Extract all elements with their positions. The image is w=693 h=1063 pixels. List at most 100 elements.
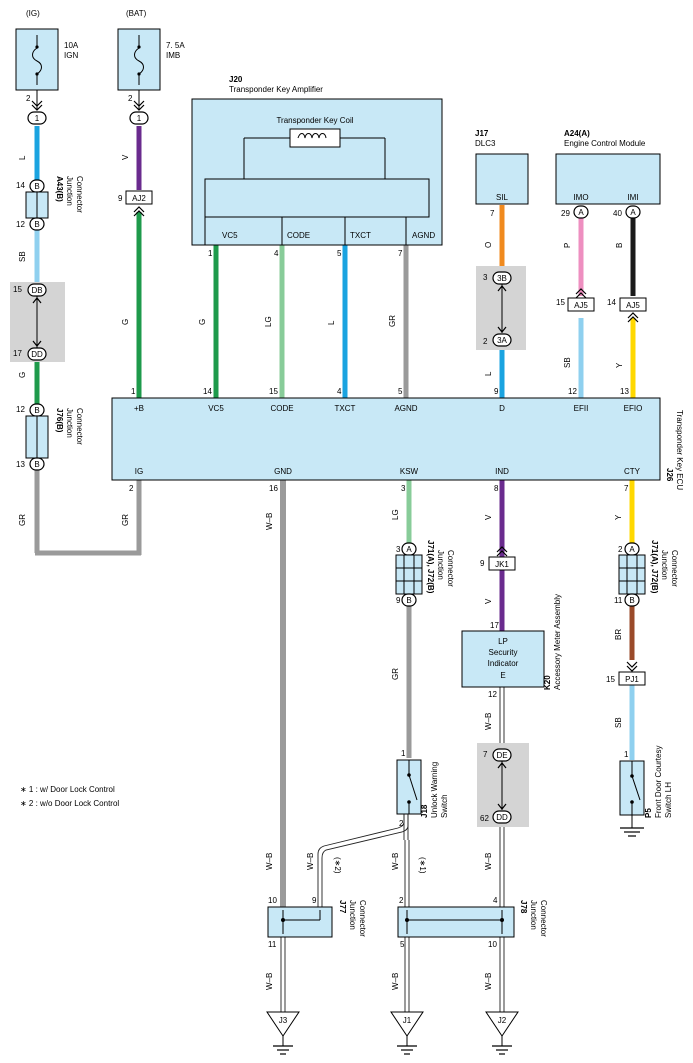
code-j2-wb: W–B — [484, 973, 493, 990]
code-efii-sb: SB — [563, 357, 572, 368]
j71-cty-pin-bottom: 11 — [614, 596, 623, 605]
p5-line1: Front Door Courtesy — [654, 746, 663, 818]
j26-term-ksw: KSW — [400, 467, 419, 476]
connector-jk1: 9 JK1 — [480, 546, 516, 571]
a24-name: Engine Control Module — [564, 139, 646, 148]
j71-ksw-line2: Connector — [446, 550, 455, 587]
p5-pin: 1 — [624, 750, 629, 759]
j26-top-pin-6: 9 — [494, 387, 499, 396]
j26-top-pin-3: 15 — [269, 387, 278, 396]
k20-pin-bottom: 12 — [488, 690, 497, 699]
code-vc5: G — [198, 319, 207, 325]
fuse-ig-conn: 1 — [35, 114, 40, 123]
a43-line1: Junction — [65, 176, 74, 206]
a43-line2: Connector — [75, 176, 84, 213]
ground-j1-label: J1 — [403, 1016, 412, 1025]
j26-term-plusb: +B — [134, 404, 144, 413]
tag-star1: (∗1) — [418, 857, 427, 874]
a24-code: A24(A) — [564, 129, 590, 138]
j76-line2: Connector — [75, 408, 84, 445]
fuse-ig-source: (IG) — [26, 9, 40, 18]
j78-code: J78 — [519, 900, 528, 914]
k20-pin-top: 17 — [490, 621, 499, 630]
fuse-bat-source: (BAT) — [126, 9, 147, 18]
j20-term-vc5: VC5 — [222, 231, 238, 240]
aj5-left-pin: 15 — [556, 298, 565, 307]
j26-term-ind: IND — [495, 467, 509, 476]
jk1-pin: 9 — [480, 559, 485, 568]
j71-ksw-code: J71(A), J72(B) — [426, 540, 435, 594]
a43-conn-bottom: B — [34, 220, 39, 229]
j26-name: Transponder Key ECU — [675, 410, 684, 490]
fuse-bat: (BAT) 7. 5A IMB 2 1 — [117, 9, 185, 125]
k20-code: K20 — [543, 675, 552, 690]
dd-pin-bottom: 17 — [13, 349, 22, 358]
j78-pin-5: 5 — [400, 940, 405, 949]
a24-conn-imo: A — [578, 208, 584, 217]
j77-code: J77 — [338, 900, 347, 914]
connector-db-dd: 15 DB 17 DD — [10, 282, 65, 362]
j26-term-vc5: VC5 — [208, 404, 224, 413]
j78-pin-2: 2 — [399, 896, 404, 905]
code-gnd-wb2: W–B — [265, 853, 274, 870]
code-bat-g: G — [121, 319, 130, 325]
j26-term-cty: CTY — [624, 467, 641, 476]
ground-j2-label: J2 — [498, 1016, 507, 1025]
j76-code: J76(B) — [55, 408, 64, 433]
a43-pin-bottom: 12 — [16, 220, 25, 229]
k20-line2: Indicator — [488, 659, 519, 668]
component-j26: 1 14 15 4 5 9 12 13 +B VC5 CODE TXCT AGN… — [111, 387, 684, 493]
j26-term-code: CODE — [270, 404, 293, 413]
code-ksw-lg: LG — [391, 509, 400, 520]
a24-pin-29: 29 — [561, 209, 570, 218]
tag-star2: (∗2) — [333, 857, 342, 874]
j18-line2: Switch — [440, 794, 449, 818]
j78-pin-10: 10 — [488, 940, 497, 949]
note-1: ∗ 1 : w/ Door Lock Control — [20, 785, 115, 794]
aj2-label: AJ2 — [132, 194, 146, 203]
ground-j1: J1 — [390, 1011, 424, 1055]
fuse-bat-conn: 1 — [137, 114, 142, 123]
dlc-joint-bottom: 3A — [497, 336, 507, 345]
j71-cty-conn-top: A — [629, 545, 635, 554]
pj1-label: PJ1 — [625, 675, 639, 684]
j20-pin-5: 5 — [337, 249, 342, 258]
j26-term-ig: IG — [135, 467, 143, 476]
j78-line2: Connector — [539, 900, 548, 937]
j26-term-d: D — [499, 404, 505, 413]
code-efio-y: Y — [615, 362, 624, 368]
j20-term-txct: TXCT — [350, 231, 371, 240]
j26-bottom-pin-5: 7 — [624, 484, 629, 493]
code-j18-wb: W–B — [391, 853, 400, 870]
code-j77-wb: W–B — [306, 853, 315, 870]
j20-term-code: CODE — [287, 231, 310, 240]
code-agnd: GR — [388, 315, 397, 327]
j76-line1: Junction — [65, 408, 74, 438]
j76-conn-top: B — [34, 406, 39, 415]
dlc-joint-top: 3B — [497, 274, 507, 283]
a43-pin-top: 14 — [16, 181, 25, 190]
j26-term-efii: EFII — [574, 404, 589, 413]
k20-name: Accessory Meter Assembly — [553, 594, 562, 690]
j26-top-pin-5: 5 — [398, 387, 403, 396]
j76-pin-bottom: 13 — [16, 460, 25, 469]
code-sil-o: O — [484, 242, 493, 248]
j26-top-pin-4: 4 — [337, 387, 342, 396]
code-ig-g: G — [18, 372, 27, 378]
j26-term-txct: TXCT — [335, 404, 356, 413]
ground-j2: J2 — [485, 1011, 519, 1055]
j26-code: J26 — [665, 468, 674, 482]
j77-pin-10: 10 — [268, 896, 277, 905]
j26-term-agnd: AGND — [394, 404, 417, 413]
wb-wires — [280, 480, 505, 1028]
j20-term-agnd: AGND — [412, 231, 435, 240]
fuse-ig-rating: 10A — [64, 41, 79, 50]
code-bat-v: V — [121, 154, 130, 160]
j18-pin-bottom: 2 — [399, 819, 404, 828]
j18-pin-top: 1 — [401, 749, 406, 758]
j26-term-gnd: GND — [274, 467, 292, 476]
code-imi-b: B — [615, 243, 624, 248]
j20-name: Transponder Key Amplifier — [229, 85, 323, 94]
component-p5: 1 P5 Front Door Courtesy Switch LH — [619, 746, 673, 837]
